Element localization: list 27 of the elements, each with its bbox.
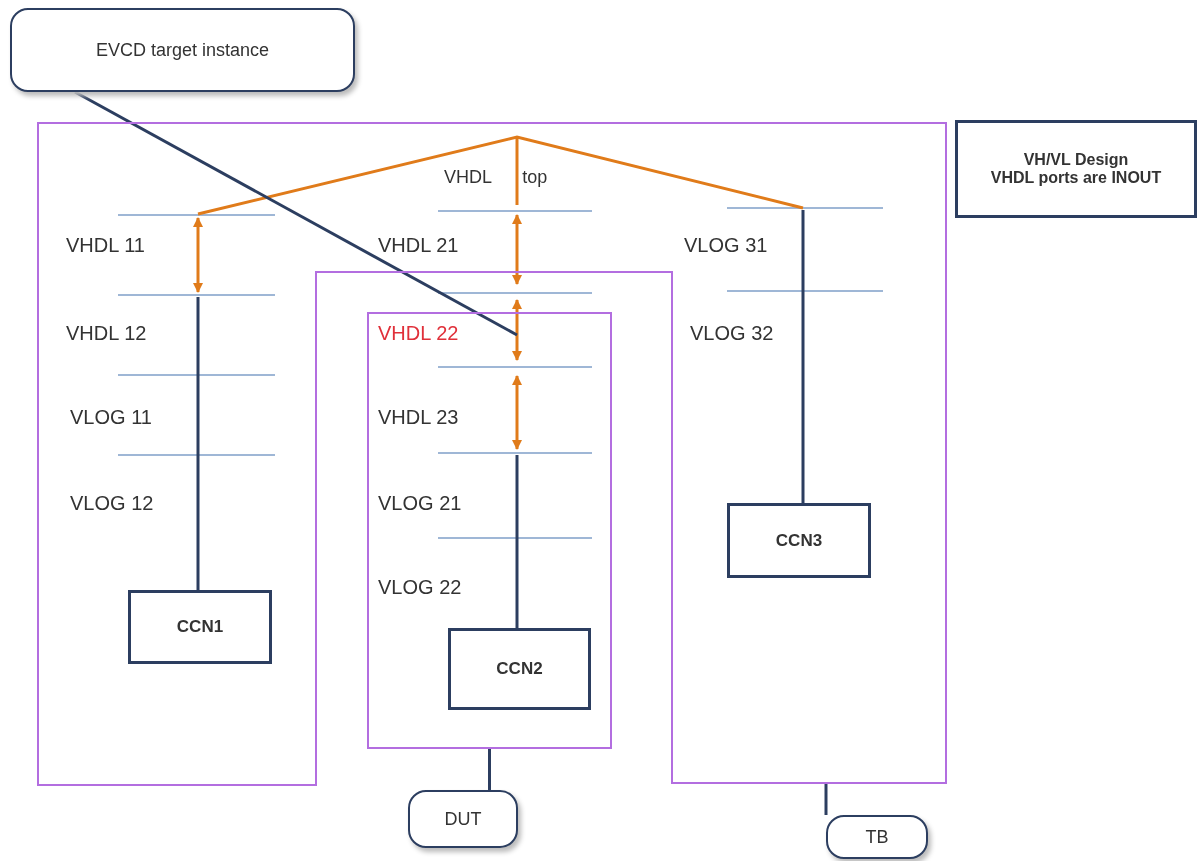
region-outline	[368, 313, 611, 748]
leader-line	[74, 90, 518, 337]
component-box: CCN3	[727, 503, 871, 578]
callout-bubble: DUT	[408, 790, 518, 848]
connector-line	[196, 297, 200, 590]
level-label: VLOG 11	[70, 405, 152, 429]
level-label: VLOG 32	[690, 321, 774, 345]
connector-line	[801, 210, 805, 503]
component-box: CCN1	[128, 590, 272, 664]
connector-line	[824, 783, 828, 815]
level-label: VHDL 12	[66, 321, 147, 345]
callout-bubble: EVCD target instance	[10, 8, 355, 92]
region-outline	[38, 123, 946, 783]
level-label: VLOG 21	[378, 491, 462, 515]
level-label: VLOG 22	[378, 575, 462, 599]
level-label: VHDL 11	[66, 233, 145, 257]
level-label: VLOG 12	[70, 491, 154, 515]
callout-bubble: TB	[826, 815, 928, 859]
level-label: VHDL 23	[378, 405, 459, 429]
level-label: VLOG 31	[684, 233, 768, 257]
note-box: VH/VL Design VHDL ports are INOUT	[955, 120, 1197, 218]
connector-line	[488, 748, 491, 790]
level-label: VHDL 21	[378, 233, 459, 257]
level-label: VHDL top	[444, 166, 548, 189]
component-box: CCN2	[448, 628, 591, 710]
level-label: VHDL 22	[378, 321, 459, 345]
connector-line	[515, 455, 519, 628]
